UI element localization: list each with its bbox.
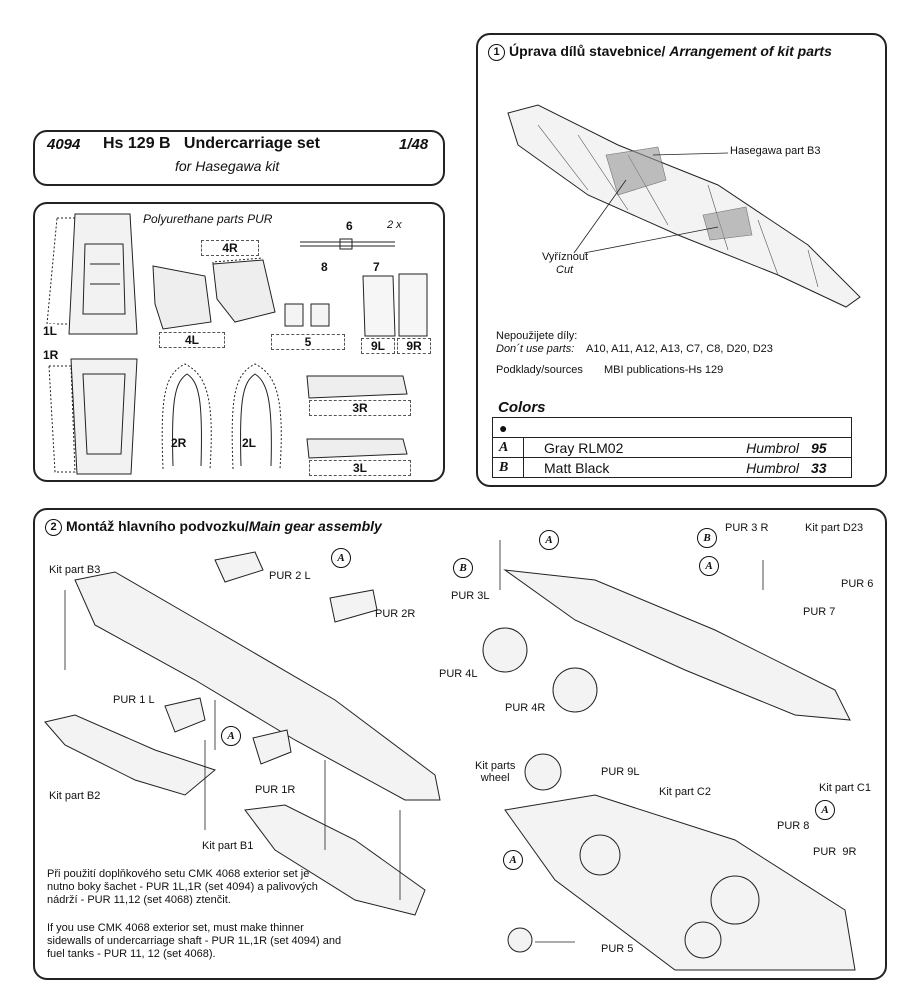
- callout-b: B: [453, 558, 473, 578]
- pur-label-9R: 9R: [397, 338, 431, 354]
- label-pur-2l: PUR 2 L: [269, 570, 311, 582]
- pur-parts-drawing: [46, 213, 428, 475]
- label-pur-9l: PUR 9L: [601, 766, 640, 778]
- pur-label-9L: 9L: [361, 338, 395, 354]
- pur-parts-box: Polyurethane parts PUR: [33, 202, 445, 482]
- label-pur-1r: PUR 1R: [255, 784, 296, 796]
- label-kit-b3: Kit part B3: [49, 564, 101, 576]
- note-cz: Při použití doplňkového setu CMK 4068 ex…: [47, 868, 318, 906]
- section1-title-cz: Úprava dílů stavebnice/: [509, 43, 666, 59]
- sources-label: Podklady/sources: [496, 364, 583, 376]
- colors-table: ● A Gray RLM02 Humbrol 95 B Matt Black H…: [492, 417, 852, 478]
- callout-a: A: [331, 548, 351, 568]
- label-kit-b1: Kit part B1: [202, 840, 254, 852]
- pur-label-8: 8: [321, 260, 328, 274]
- callout-a: A: [539, 530, 559, 550]
- label-kit-d23: Kit part D23: [805, 522, 864, 534]
- pur-label-2x: 2 x: [387, 219, 402, 231]
- color-row: B Matt Black Humbrol 33: [492, 457, 852, 478]
- callout-a: A: [815, 800, 835, 820]
- callout-a: A: [699, 556, 719, 576]
- label-pur-3r: PUR 3 R: [725, 522, 769, 534]
- color-code: B: [492, 457, 524, 478]
- dontuse-cz: Nepoužijete díly:: [496, 330, 578, 342]
- sources-value: MBI publications-Hs 129: [604, 364, 724, 376]
- callout-a: A: [221, 726, 241, 746]
- pur-label-5: 5: [271, 334, 345, 350]
- kit-code: 4094: [47, 136, 81, 153]
- hasegawa-part-label: Hasegawa part B3: [730, 145, 821, 157]
- label-kit-wheel: Kit parts wheel: [475, 760, 516, 784]
- callout-a: A: [503, 850, 523, 870]
- pur-title: Polyurethane parts PUR: [143, 212, 273, 226]
- pur-label-2R: 2R: [171, 436, 187, 450]
- color-brand: Humbrol: [698, 437, 805, 458]
- label-pur-8: PUR 8: [777, 820, 810, 832]
- label-pur-9r: PUR 9R: [813, 846, 857, 858]
- pur-label-7: 7: [373, 260, 380, 274]
- label-pur-3l: PUR 3L: [451, 590, 490, 602]
- section2-title-en: Main gear assembly: [248, 518, 382, 534]
- label-kit-c1: Kit part C1: [819, 782, 871, 794]
- note-en: If you use CMK 4068 exterior set, must m…: [47, 922, 342, 960]
- label-kit-b2: Kit part B2: [49, 790, 101, 802]
- colors-title: Colors: [498, 399, 546, 416]
- label-pur-6: PUR 6: [841, 578, 874, 590]
- kit-title: Hs 129 B Undercarriage set: [103, 135, 320, 152]
- pur-label-3L: 3L: [309, 460, 411, 476]
- color-name: Gray RLM02: [523, 437, 698, 458]
- color-number: 95: [805, 437, 852, 458]
- colors-header-row: ●: [492, 417, 852, 438]
- label-pur-7: PUR 7: [803, 606, 836, 618]
- wing-drawing: [507, 104, 861, 308]
- pur-label-1L: 1L: [43, 324, 58, 338]
- section1-number: 1: [488, 43, 505, 61]
- color-code: A: [492, 437, 524, 458]
- pur-label-1R: 1R: [43, 348, 59, 362]
- label-pur-2r: PUR 2R: [375, 608, 416, 620]
- pur-label-3R: 3R: [309, 400, 411, 416]
- pur-label-6: 6: [346, 219, 353, 233]
- section2-number: 2: [45, 518, 62, 536]
- color-brand: Humbrol: [698, 457, 805, 478]
- bullet-icon: ●: [499, 419, 508, 436]
- kit-scale: 1/48: [399, 136, 429, 153]
- label-pur-5: PUR 5: [601, 943, 634, 955]
- color-number: 33: [805, 457, 852, 478]
- callout-b: B: [697, 528, 717, 548]
- label-kit-c2: Kit part C2: [659, 786, 711, 798]
- label-pur-4r: PUR 4R: [505, 702, 546, 714]
- kit-subtitle: for Hasegawa kit: [175, 158, 280, 174]
- dontuse-en: Don´t use parts:: [496, 343, 575, 355]
- label-pur-1l: PUR 1 L: [113, 694, 155, 706]
- section1-title-en: Arrangement of kit parts: [669, 43, 832, 59]
- header-box: 4094 Hs 129 B Undercarriage set 1/48 for…: [33, 130, 445, 186]
- dontuse-parts: A10, A11, A12, A13, C7, C8, D20, D23: [586, 343, 773, 355]
- cut-label-en: Cut: [556, 264, 574, 276]
- pur-label-4L: 4L: [159, 332, 225, 348]
- label-pur-4l: PUR 4L: [439, 668, 478, 680]
- cut-label-cz: Vyříznout: [542, 251, 589, 263]
- pur-label-2L: 2L: [242, 436, 257, 450]
- section2-title-cz: Montáž hlavního podvozku/: [66, 518, 249, 534]
- color-row: A Gray RLM02 Humbrol 95: [492, 437, 852, 458]
- pur-label-4R: 4R: [201, 240, 259, 256]
- color-name: Matt Black: [523, 457, 698, 478]
- assembly-drawing: [44, 540, 856, 971]
